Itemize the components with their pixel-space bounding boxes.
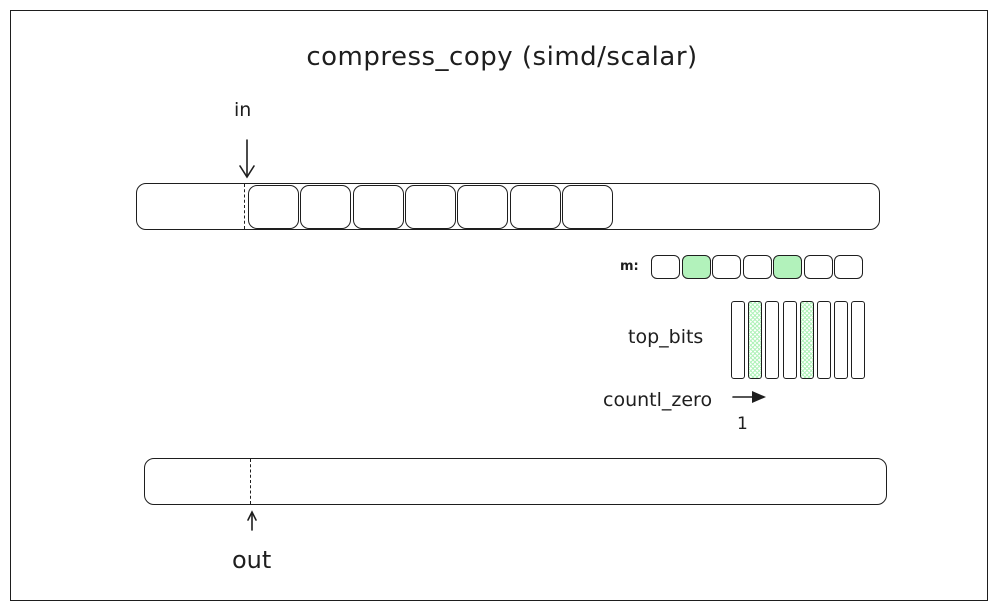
input-cell <box>561 185 613 229</box>
diagram-title: compress_copy (simd/scalar) <box>306 42 698 72</box>
top-bit-off <box>817 301 831 379</box>
output-pointer-line <box>250 459 251 504</box>
top-bit-off <box>731 301 745 379</box>
top-bit-off <box>834 301 849 379</box>
input-cell <box>404 185 456 229</box>
mask-cell-off <box>742 255 772 279</box>
mask-label: m: <box>620 259 639 274</box>
mask-cell-off <box>834 255 863 279</box>
countl-zero-result: 1 <box>737 414 748 434</box>
mask-cell-off <box>651 255 680 279</box>
in-arrow-icon <box>239 139 255 179</box>
top-bit-off <box>851 301 866 379</box>
countl-zero-label: countl_zero <box>603 389 713 411</box>
input-cell <box>248 185 299 229</box>
top-bit-off <box>765 301 780 379</box>
input-cell <box>352 185 404 229</box>
top-bit-off <box>782 301 797 379</box>
mask-cell-off <box>803 255 833 279</box>
out-pointer-label: out <box>232 546 272 574</box>
input-pointer-line <box>244 184 245 229</box>
input-buffer <box>136 183 880 230</box>
mask-cell-on <box>773 255 802 279</box>
out-arrow-icon <box>247 510 257 531</box>
countl-zero-arrow-icon <box>732 391 766 403</box>
output-buffer <box>144 458 887 505</box>
top-bits-label: top_bits <box>628 326 704 348</box>
mask-cell-off <box>712 255 741 279</box>
in-pointer-label: in <box>234 99 252 121</box>
input-cell <box>300 185 352 229</box>
diagram-frame <box>10 10 988 601</box>
top-bit-on <box>748 301 763 379</box>
mask-cell-on <box>681 255 711 279</box>
input-cell <box>509 185 561 229</box>
input-cell <box>457 185 509 229</box>
top-bit-on <box>799 301 814 379</box>
